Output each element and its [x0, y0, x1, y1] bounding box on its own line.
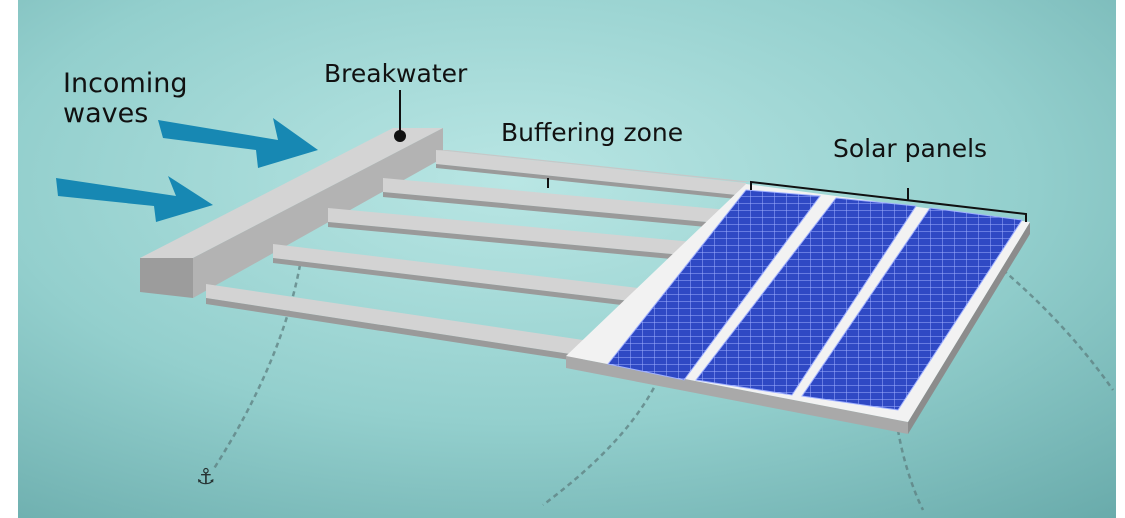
solar-panels	[607, 189, 1023, 411]
buffering-beams	[206, 150, 753, 362]
floating-solar-diagram: ⚓	[18, 0, 1116, 518]
mooring-chains	[211, 264, 1115, 511]
buffering-zone-label: Buffering zone	[501, 118, 683, 147]
beam	[328, 208, 693, 261]
beam	[383, 178, 728, 229]
incoming-waves-label-line1: Incoming	[63, 68, 188, 99]
wave-arrow-lower	[56, 176, 213, 222]
diagram-canvas: ⚓	[18, 0, 1116, 518]
incoming-waves-label-line2: waves	[63, 98, 148, 129]
panel-strip-right	[801, 207, 1023, 411]
solar-panels-label: Solar panels	[833, 134, 987, 163]
beam	[273, 244, 638, 307]
solar-bracket	[750, 180, 1027, 222]
leader-lines	[394, 90, 1027, 222]
wave-arrows	[56, 118, 318, 222]
beam	[436, 150, 753, 200]
breakwater-leader-dot	[394, 130, 406, 142]
panel-strip-middle	[695, 197, 917, 396]
wave-arrow-upper	[158, 118, 318, 168]
anchor-icon: ⚓	[196, 465, 216, 490]
beam	[206, 284, 583, 362]
breakwater-label: Breakwater	[324, 59, 468, 88]
breakwater	[140, 128, 443, 298]
panel-strip-left	[607, 189, 821, 381]
